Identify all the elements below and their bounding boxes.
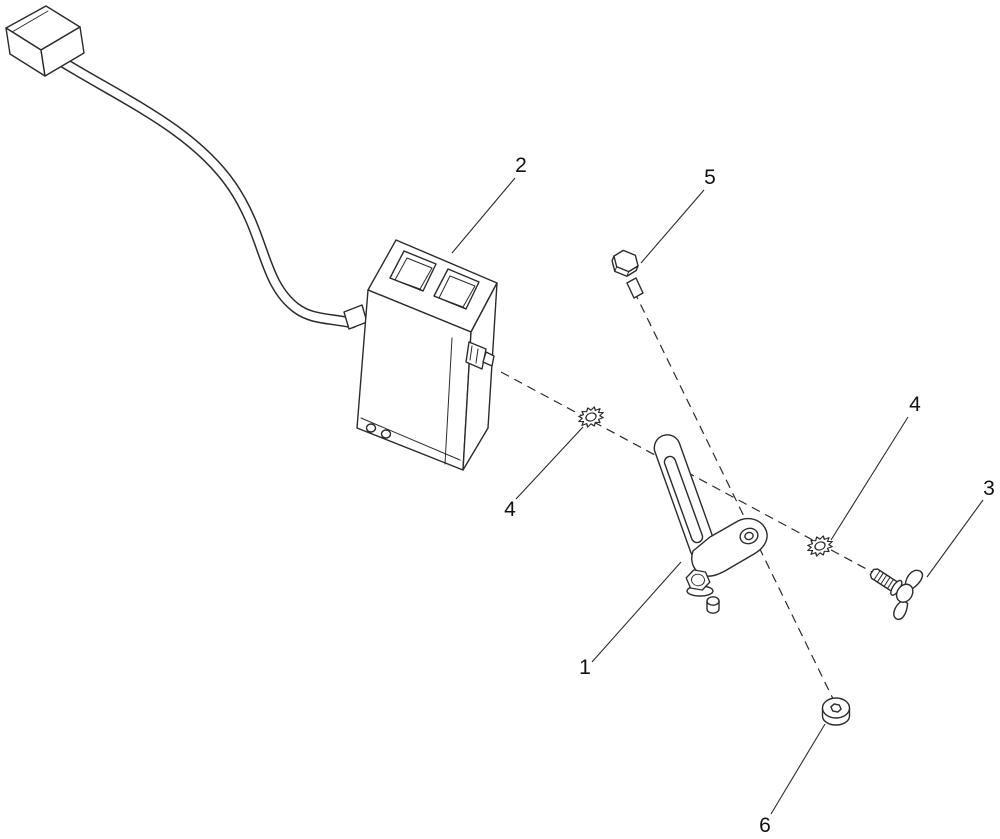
callout-5: 5 (640, 166, 716, 264)
cable-highlight (52, 54, 356, 327)
bracket-slot (663, 455, 704, 544)
wing-bolt-wing-top (904, 569, 924, 590)
callout-4-lower-leader (830, 416, 909, 541)
wing-bolt-threads (873, 570, 894, 590)
callout-3-label: 3 (983, 477, 995, 500)
module-foot-left (365, 423, 377, 433)
bracket-bolt-head (685, 569, 711, 591)
mounting-bracket (653, 434, 768, 614)
wing-bolt-boss (895, 583, 914, 603)
wire-harness (5, 5, 368, 330)
module-clip (465, 341, 495, 370)
assembly-axis-vertical (633, 290, 838, 708)
bracket-hole (739, 527, 759, 545)
wing-bolt (869, 568, 924, 621)
cable (50, 52, 358, 329)
callout-3: 3 (926, 477, 995, 578)
callout-1-leader (591, 561, 682, 663)
callout-3-leader (926, 499, 984, 578)
cable-collar (343, 304, 368, 330)
callout-4-upper-label: 4 (504, 498, 516, 521)
callout-5-label: 5 (704, 166, 716, 189)
callout-6-label: 6 (759, 814, 771, 837)
module-seam-line (360, 417, 461, 461)
callout-4-lower-label: 4 (909, 393, 921, 416)
module-foot-right (380, 429, 392, 439)
callout-1-label: 1 (579, 656, 591, 679)
wing-bolt-wing-bottom (893, 599, 909, 621)
callout-2-label: 2 (515, 154, 527, 177)
module-mold-line (444, 337, 453, 465)
callout-6-leader (770, 723, 826, 815)
connector-block (5, 5, 85, 77)
push-nut-hex-hole (830, 703, 842, 713)
lock-washer-lower (803, 531, 837, 561)
hex-bolt (611, 249, 644, 299)
callout-2-leader (451, 177, 516, 254)
hex-bolt-shaft (626, 277, 644, 299)
callouts: 1 2 3 4 4 5 6 (451, 154, 995, 837)
module-socket-right (433, 268, 480, 310)
callout-5-leader (640, 189, 705, 264)
callout-4-upper-leader (515, 426, 584, 500)
callout-1: 1 (579, 561, 682, 679)
push-nut (821, 697, 851, 726)
module-socket-left (389, 250, 437, 292)
bracket-stud (706, 596, 720, 614)
lock-washer-upper (574, 402, 608, 432)
callout-2: 2 (451, 154, 527, 254)
callout-6: 6 (759, 723, 826, 837)
module-right-face (462, 282, 498, 471)
callout-4-lower: 4 (830, 393, 921, 541)
control-module (356, 239, 498, 471)
callout-4-upper: 4 (504, 426, 584, 521)
